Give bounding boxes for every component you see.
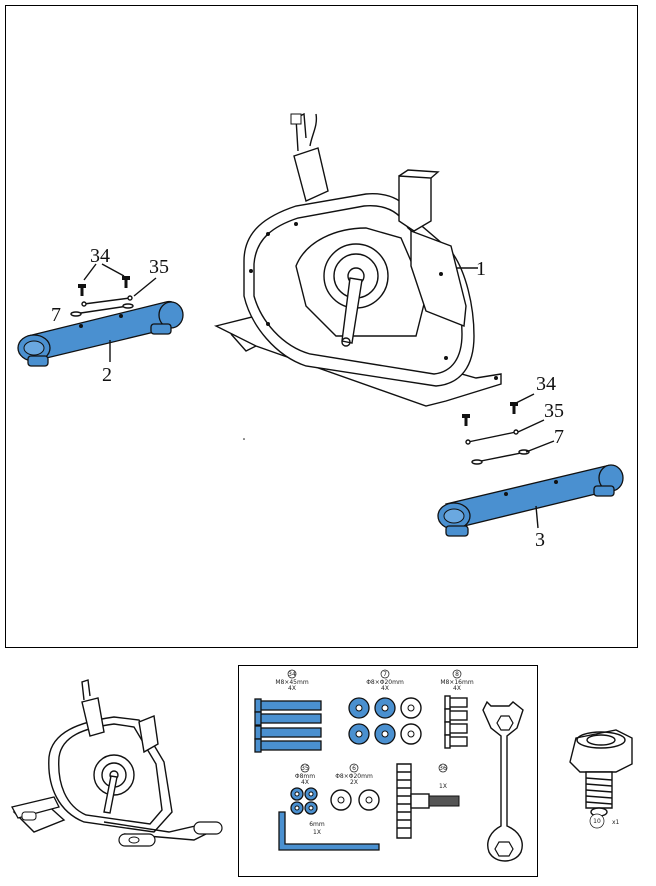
hardware-6: 6 Φ8×Φ20mm 2X: [330, 763, 380, 811]
hardware-34: 34 M8×45mm 4X: [254, 669, 322, 753]
callout-arc-washer-right: 7: [554, 426, 564, 448]
part-10-drawing: 10 x1: [569, 729, 633, 829]
callout-washer-left: 35: [149, 256, 169, 278]
svg-text:4X: 4X: [381, 685, 389, 692]
assembled-bike-thumbnail: [11, 679, 223, 847]
left-bolts: [78, 276, 130, 296]
hardware-parts-panel: 34 M8×45mm 4X 7 Φ8×Φ20mm 4X 8 M8×16mm 4X: [238, 665, 538, 877]
callout-front-stabilizer: 2: [102, 364, 112, 386]
callout-rear-stabilizer: 3: [535, 529, 545, 551]
svg-text:4X: 4X: [453, 685, 461, 692]
hardware-drawing: 34 M8×45mm 4X 7 Φ8×Φ20mm 4X 8 M8×16mm 4X: [254, 669, 524, 862]
front-stabilizer: [17, 301, 184, 367]
svg-text:34: 34: [288, 671, 296, 678]
svg-text:M8×45mm: M8×45mm: [275, 679, 309, 686]
svg-text:8: 8: [455, 671, 459, 678]
part-10-qty: x1: [612, 819, 620, 826]
callout-washer-right: 35: [544, 400, 564, 422]
bike-frame-drawing: [213, 112, 502, 407]
rear-stabilizer: [437, 464, 624, 537]
callout-frame: 1: [476, 258, 486, 280]
callout-arc-washer-left: 7: [51, 304, 61, 326]
svg-text:2X: 2X: [350, 779, 358, 786]
callout-bolt-right: 34: [536, 373, 556, 395]
svg-text:6: 6: [352, 765, 356, 772]
svg-text:Φ8mm: Φ8mm: [295, 773, 315, 780]
hardware-7: 7 Φ8×Φ20mm 4X: [348, 669, 422, 745]
svg-text:1X: 1X: [313, 829, 321, 836]
svg-text:4X: 4X: [288, 685, 296, 692]
svg-text:Φ8×Φ20mm: Φ8×Φ20mm: [366, 679, 404, 686]
hardware-35: 35 Φ8mm 4X: [290, 763, 318, 815]
svg-text:Φ8×Φ20mm: Φ8×Φ20mm: [335, 773, 373, 780]
right-bolts: [462, 402, 518, 426]
assembly-drawing: 1 34 35 7 2 34 35: [17, 112, 624, 551]
hardware-8: 8 M8×16mm 4X: [440, 669, 474, 749]
wrench-tool: [482, 700, 524, 862]
svg-text:4X: 4X: [301, 779, 309, 786]
part-10-number: 10: [593, 818, 601, 825]
svg-text:36: 36: [439, 765, 447, 772]
svg-text:1X: 1X: [439, 783, 447, 790]
callout-bolt-left: 34: [90, 245, 110, 267]
allen-key-tool: 6mm 1X: [278, 811, 380, 851]
svg-text:6mm: 6mm: [309, 821, 325, 828]
svg-text:7: 7: [383, 671, 387, 678]
svg-text:35: 35: [301, 765, 309, 772]
svg-text:M8×16mm: M8×16mm: [440, 679, 474, 686]
assembly-step-panel: 1 34 35 7 2 34 35: [5, 5, 638, 648]
hardware-36: 36 1X: [396, 763, 460, 839]
